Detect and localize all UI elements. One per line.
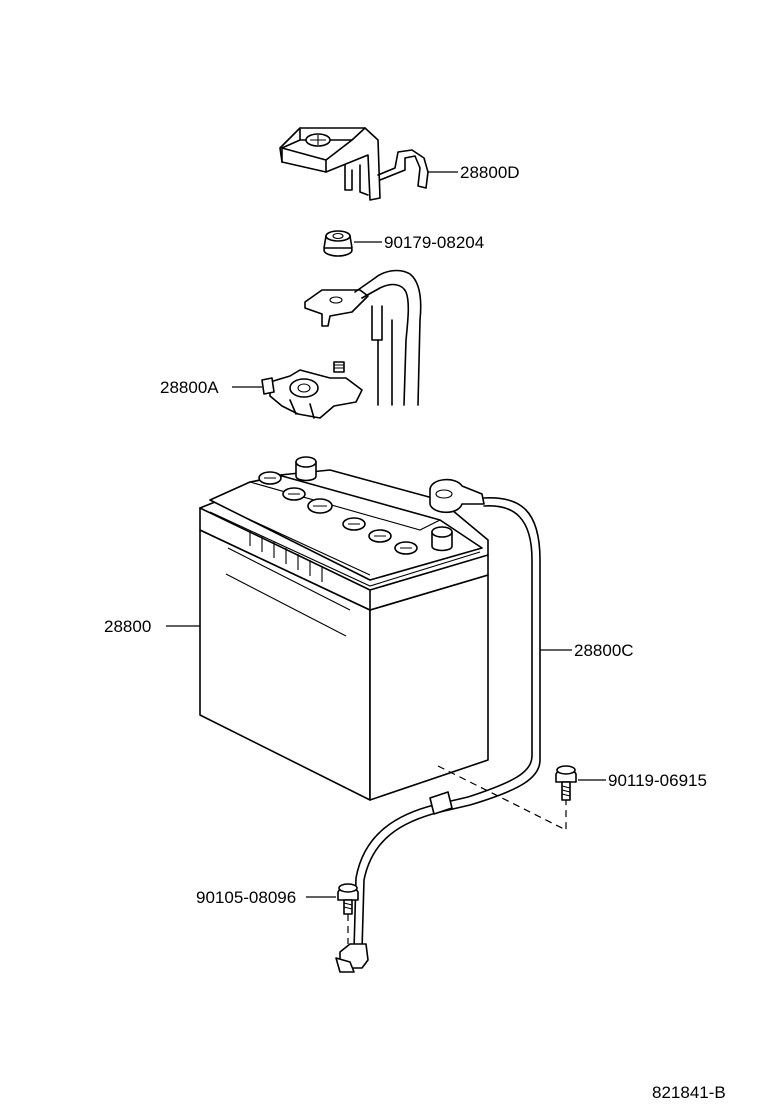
label-hold-down-clamp: 28800D [460,163,520,182]
terminal-plate-drawing [304,269,422,406]
assembly-guide-line [437,765,567,831]
cable-bolt-left-drawing [306,883,359,944]
terminal-clamp-drawing [232,361,363,419]
diagram-reference-code: 821841-B [652,1083,726,1102]
label-clamp-nut: 90179-08204 [384,233,484,252]
hold-down-clamp-drawing [279,127,458,201]
label-battery: 28800 [104,617,151,636]
battery-drawing [166,456,489,801]
label-terminal-clamp: 28800A [160,378,219,397]
label-cable-bolt-right: 90119-06915 [608,771,707,790]
clamp-nut-drawing [323,230,382,257]
label-ground-cable: 28800C [574,641,634,660]
label-cable-bolt-left: 90105-08096 [196,888,296,907]
cable-bolt-right-drawing [555,765,606,801]
ground-cable-drawing [335,478,572,973]
